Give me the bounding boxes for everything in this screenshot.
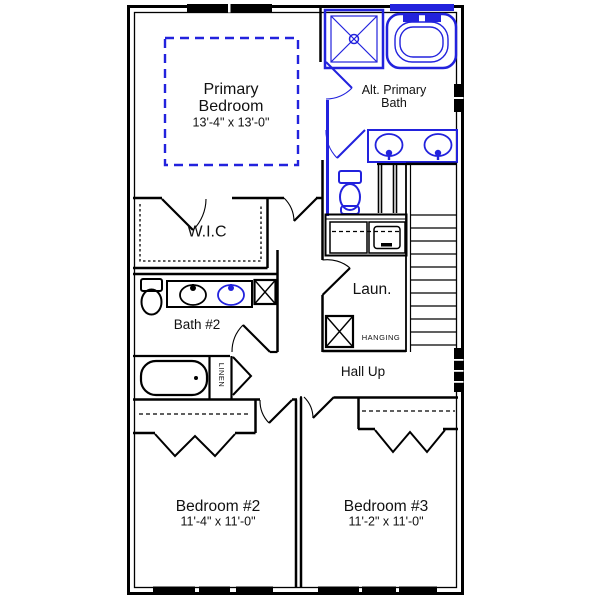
window-bedroom3-a [318, 586, 359, 594]
primary-bedroom-door [283, 197, 318, 222]
window-bedroom2-a [153, 586, 195, 594]
bath2-fixtures [139, 278, 277, 397]
bedroom3-bifold-doors [374, 429, 446, 454]
bath2-toilet [140, 278, 163, 316]
laundry-counter [324, 213, 408, 257]
windows [153, 3, 464, 594]
linen-door [232, 356, 253, 396]
water-closet-door [325, 129, 366, 159]
alt-bath-door [325, 61, 353, 100]
bath2-chase-box [253, 278, 277, 306]
window-bedroom2-c [236, 586, 273, 594]
stair-treads [410, 214, 457, 346]
interior-walls [133, 7, 457, 588]
bedroom3-closet [357, 396, 458, 454]
washer [329, 221, 368, 254]
bedroom3-door [303, 396, 335, 419]
shower [323, 8, 385, 70]
wic-door [161, 198, 207, 231]
bath2-vanity [166, 280, 253, 308]
tub-wall-edge [390, 4, 454, 11]
bedroom2-bifold-doors [154, 433, 236, 458]
wic-closet [139, 198, 262, 262]
hanging-rod-box [324, 314, 355, 349]
dryer [368, 221, 406, 254]
bedroom2-closet [133, 400, 257, 458]
alt-bath-vanity [367, 129, 458, 163]
window-bedroom3-b [362, 586, 396, 594]
alt-primary-bath-fixtures [323, 8, 458, 216]
alt-option-dashed-outline [163, 36, 300, 167]
stairs [405, 162, 457, 352]
laundry-door [321, 259, 351, 296]
window-bedroom3-c [399, 586, 437, 594]
wall-chase-bars [377, 165, 398, 213]
alt-bath-toilet [338, 170, 362, 215]
bath2-door [231, 324, 271, 353]
window-bedroom2-b [199, 586, 230, 594]
bath2-tub [139, 359, 209, 397]
laundry-room [321, 213, 408, 349]
bedroom2-door [259, 399, 293, 424]
bathtub [385, 12, 458, 70]
